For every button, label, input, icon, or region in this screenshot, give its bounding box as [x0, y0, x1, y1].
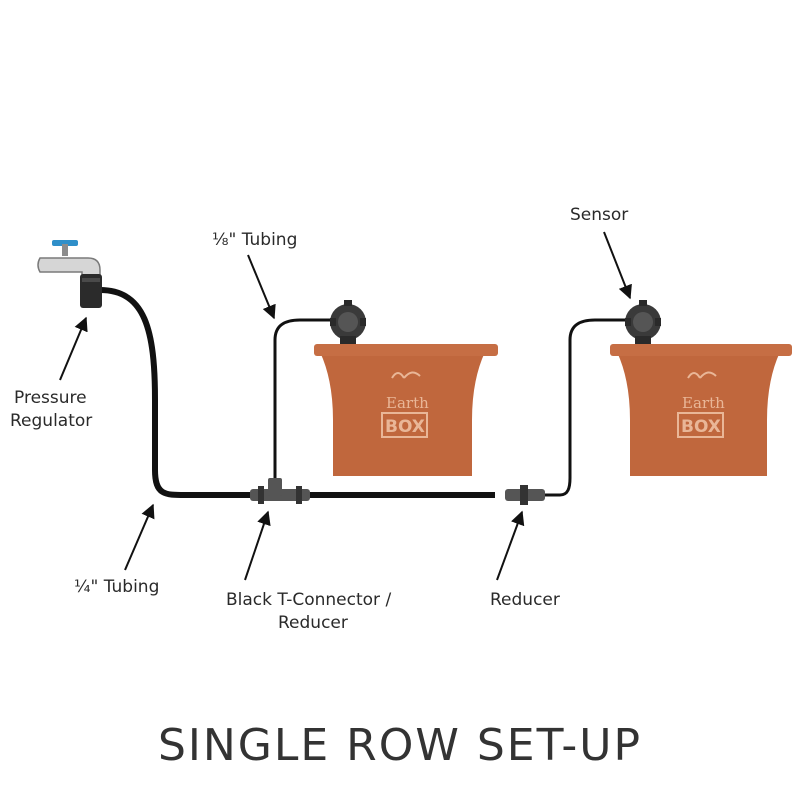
eighth-inch-tubing-2 [545, 318, 632, 497]
sensor-icon [330, 300, 366, 344]
planter-logo-line2: BOX [681, 417, 721, 437]
eighth-inch-tubing-1 [273, 318, 335, 485]
label-t-connector-line2: Reducer [278, 613, 348, 633]
label-eighth-tubing: ⅛" Tubing [212, 230, 297, 250]
arrow-eighth-tubing [247, 254, 276, 320]
arrow-sensor [603, 231, 632, 300]
t-connector-icon [250, 478, 310, 504]
planter-icon: Earth BOX [610, 344, 792, 476]
planter-logo-line1: Earth [682, 394, 725, 412]
label-pressure-regulator-line2: Regulator [10, 411, 92, 431]
arrow-t-connector [244, 510, 271, 581]
label-t-connector-line1: Black T-Connector / [226, 590, 391, 610]
label-reducer: Reducer [490, 590, 560, 610]
planter-logo-line1: Earth [386, 394, 429, 412]
page-title: SINGLE ROW SET-UP [158, 720, 642, 771]
arrow-quarter-tubing [124, 503, 155, 571]
quarter-inch-tubing [97, 287, 253, 498]
arrow-reducer [496, 510, 525, 581]
label-quarter-tubing: ¼" Tubing [74, 577, 159, 597]
label-sensor: Sensor [570, 205, 628, 225]
pressure-regulator-icon [80, 274, 102, 308]
planter-logo-line2: BOX [385, 417, 425, 437]
faucet-icon [37, 240, 101, 279]
planter-icon: Earth BOX [314, 344, 498, 476]
reducer-icon [505, 485, 545, 505]
arrow-pressure-regulator [59, 316, 88, 381]
sensor-icon [625, 300, 661, 344]
label-pressure-regulator-line1: Pressure [14, 388, 87, 408]
